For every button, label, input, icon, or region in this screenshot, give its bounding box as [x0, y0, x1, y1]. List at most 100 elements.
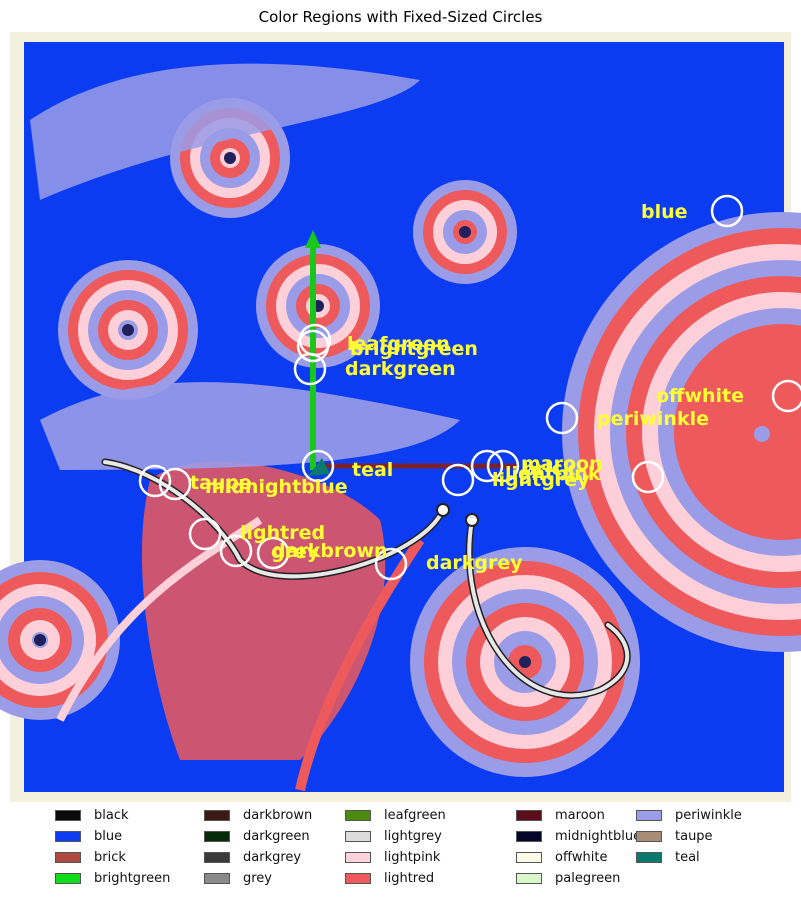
legend-swatch — [345, 851, 371, 863]
tube-right — [467, 518, 630, 698]
circle-label-lightgrey: lightgrey — [492, 469, 590, 491]
legend-label: lightgrey — [384, 828, 442, 844]
circle-marker — [470, 449, 504, 483]
circle-marker — [219, 534, 253, 568]
legend-item-darkbrown: darkbrown — [204, 806, 312, 824]
legend-item-offwhite: offwhite — [516, 848, 608, 866]
right-ring-center — [687, 337, 801, 527]
circle-label-lightpink: lightpink — [505, 463, 601, 485]
legend-item-teal: teal — [636, 848, 700, 866]
tube-left-end — [436, 503, 450, 517]
legend-swatch — [516, 809, 542, 821]
circle-marker — [545, 401, 579, 435]
legend-swatch — [55, 851, 81, 863]
legend-label: black — [94, 807, 129, 823]
legend-item-black: black — [55, 806, 129, 824]
legend-item-darkgreen: darkgreen — [204, 827, 310, 845]
legend-swatch — [636, 851, 662, 863]
circle-marker — [771, 379, 801, 413]
legend-label: maroon — [555, 807, 605, 823]
circle-marker — [486, 449, 520, 483]
legend-label: offwhite — [555, 849, 608, 865]
circle-label-darkbrown: darkbrown — [272, 540, 388, 562]
circle-label-leafgreen: leafgreen — [347, 333, 450, 355]
legend-label: leafgreen — [384, 807, 446, 823]
legend-label: grey — [243, 870, 273, 886]
figure-title: Color Regions with Fixed-Sized Circles — [258, 8, 543, 26]
legend-item-lightred: lightred — [345, 869, 434, 887]
center-eye-rings — [256, 244, 380, 368]
legend-swatch — [345, 872, 371, 884]
legend-item-palegreen: palegreen — [516, 869, 620, 887]
circle-label-offwhite: offwhite — [656, 385, 744, 407]
legend-swatch — [636, 830, 662, 842]
top-band — [30, 63, 420, 200]
left-eye-rings — [58, 260, 198, 400]
circle-label-darkgreen: darkgreen — [345, 358, 456, 380]
legend-item-leafgreen: leafgreen — [345, 806, 446, 824]
legend-label: teal — [675, 849, 700, 865]
right-eye — [754, 426, 770, 442]
legend-label: darkgreen — [243, 828, 310, 844]
legend-label: taupe — [675, 828, 713, 844]
legend-label: lightred — [384, 870, 435, 886]
circle-marker — [296, 329, 330, 363]
legend-item-blue: blue — [55, 827, 122, 845]
figure-body — [141, 461, 386, 760]
legend-item-brick: brick — [55, 848, 126, 866]
legend-label: periwinkle — [675, 807, 742, 823]
bottom-ring-pattern — [410, 547, 640, 777]
legend-swatch — [204, 872, 230, 884]
legend-label: darkgrey — [243, 849, 302, 865]
legend-swatch — [516, 830, 542, 842]
circle-label-darkgrey: darkgrey — [426, 552, 523, 574]
tube-right-end — [465, 513, 479, 527]
legend-swatch — [204, 851, 230, 863]
circle-marker — [374, 547, 408, 581]
legend-swatch — [204, 809, 230, 821]
legend-label: brick — [94, 849, 126, 865]
circle-label-maroon: maroon — [521, 453, 603, 475]
legend-label: midnightblue — [555, 828, 642, 844]
circle-marker — [441, 463, 475, 497]
mid-band — [40, 382, 460, 470]
legend-swatch — [55, 872, 81, 884]
legend-label: lightpink — [384, 849, 441, 865]
legend-item-brightgreen: brightgreen — [55, 869, 170, 887]
swirl-line — [295, 537, 425, 792]
circle-marker — [256, 536, 290, 570]
circle-label-grey: grey — [271, 541, 320, 563]
legend-swatch — [55, 809, 81, 821]
circle-marker — [158, 467, 192, 501]
legend-item-lightpink: lightpink — [345, 848, 440, 866]
circle-label-lightred: lightred — [240, 522, 325, 544]
circle-marker — [293, 352, 327, 386]
circle-label-midnightblue: midnightblue — [205, 476, 348, 498]
top-right-eye-rings — [413, 180, 517, 284]
green-arrow-head — [305, 230, 321, 248]
circle-label-blue: blue — [641, 201, 688, 223]
legend-swatch — [516, 851, 542, 863]
legend-swatch — [345, 809, 371, 821]
circle-marker — [301, 449, 335, 483]
legend-label: brightgreen — [94, 870, 171, 886]
legend-swatch — [636, 809, 662, 821]
legend-swatch — [345, 830, 371, 842]
legend-label: blue — [94, 828, 123, 844]
legend-item-grey: grey — [204, 869, 272, 887]
circle-label-taupe: taupe — [190, 472, 252, 494]
legend-item-maroon: maroon — [516, 806, 605, 824]
circle-label-brightgreen: brightgreen — [350, 338, 478, 360]
artwork — [0, 32, 801, 802]
circle-marker — [138, 464, 172, 498]
circle-markers — [138, 194, 801, 581]
legend-item-darkgrey: darkgrey — [204, 848, 301, 866]
legend-item-periwinkle: periwinkle — [636, 806, 742, 824]
circle-marker — [710, 194, 744, 228]
legend-swatch — [204, 830, 230, 842]
legend-label: darkbrown — [243, 807, 313, 823]
legend-item-lightgrey: lightgrey — [345, 827, 442, 845]
left-edge-rings — [0, 560, 120, 720]
circle-label-brick: brick — [522, 458, 576, 480]
